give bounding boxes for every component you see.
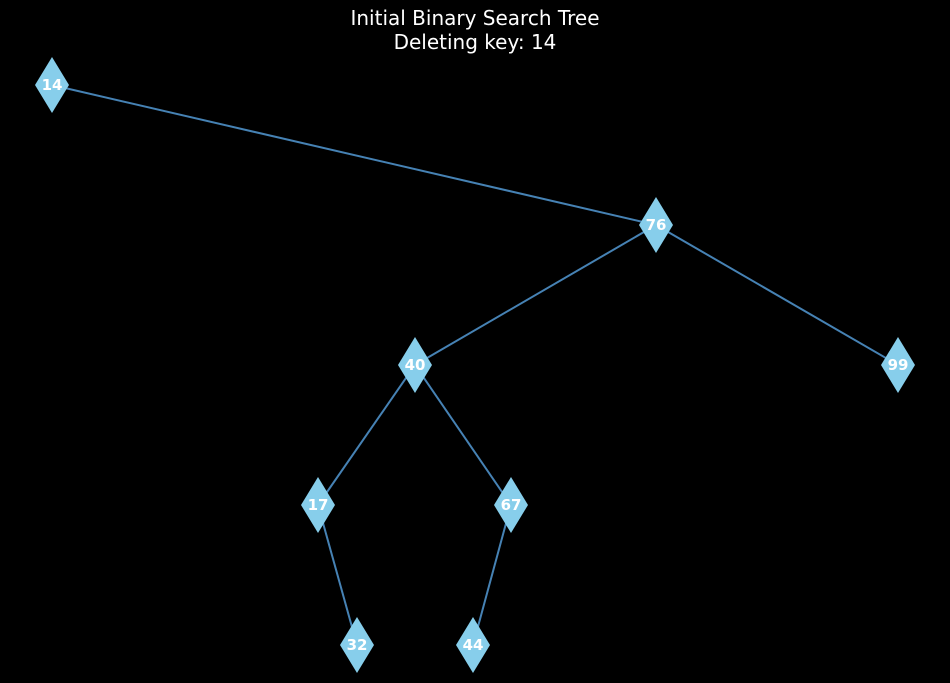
edge-40-17 [317, 364, 416, 506]
edge-76-40 [414, 224, 657, 366]
tree-node-14: 14 [35, 57, 69, 113]
node-diamond-shape [398, 337, 432, 393]
tree-edges [51, 84, 899, 646]
node-label: 67 [501, 496, 522, 514]
edge-67-44 [472, 504, 512, 646]
node-diamond-shape [639, 197, 673, 253]
edge-17-32 [317, 504, 358, 646]
edge-76-99 [655, 224, 899, 366]
edge-14-76 [51, 84, 657, 226]
tree-node-99: 99 [881, 337, 915, 393]
node-label: 14 [42, 76, 63, 94]
tree-node-67: 67 [494, 477, 528, 533]
tree-node-17: 17 [301, 477, 335, 533]
node-diamond-shape [456, 617, 490, 673]
tree-node-44: 44 [456, 617, 490, 673]
node-label: 76 [646, 216, 667, 234]
node-diamond-shape [301, 477, 335, 533]
title-line-1: Initial Binary Search Tree [350, 6, 600, 30]
tree-node-32: 32 [340, 617, 374, 673]
tree-node-76: 76 [639, 197, 673, 253]
node-diamond-shape [35, 57, 69, 113]
tree-nodes: 14 76 40 99 17 67 32 44 [35, 57, 915, 673]
node-label: 32 [347, 636, 368, 654]
node-label: 40 [405, 356, 426, 374]
diagram-title: Initial Binary Search Tree Deleting key:… [0, 6, 950, 54]
node-diamond-shape [881, 337, 915, 393]
tree-node-40: 40 [398, 337, 432, 393]
node-label: 44 [463, 636, 484, 654]
edge-40-67 [414, 364, 512, 506]
node-diamond-shape [340, 617, 374, 673]
node-diamond-shape [494, 477, 528, 533]
node-label: 99 [888, 356, 909, 374]
title-line-2: Deleting key: 14 [393, 30, 557, 54]
node-label: 17 [308, 496, 329, 514]
